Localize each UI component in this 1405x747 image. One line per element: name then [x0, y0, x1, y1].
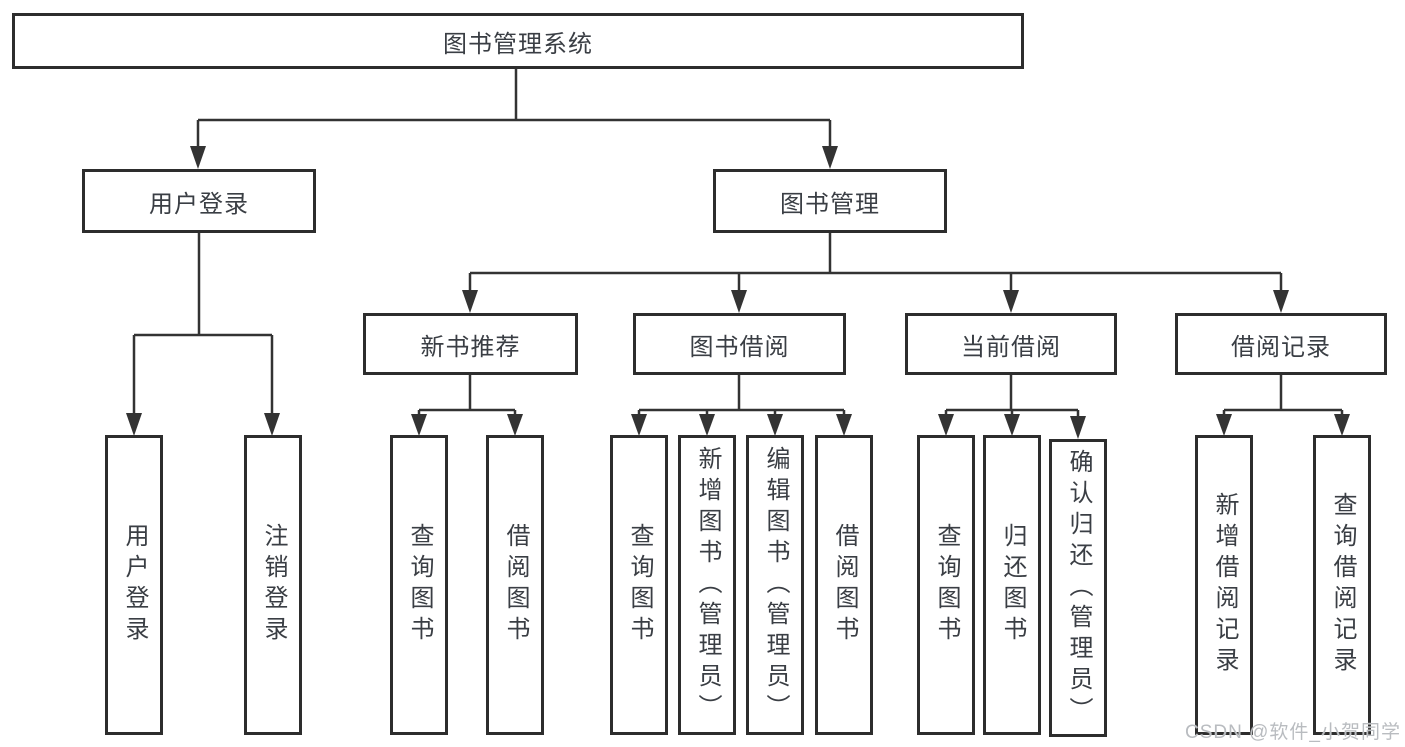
node-label: 查询借阅记录: [1329, 492, 1356, 678]
node-label: 借阅记录: [1231, 333, 1331, 361]
node-label: 注销登录: [260, 523, 287, 647]
node-book-management: 图书管理: [713, 169, 947, 233]
node-cb-query-books: 查询图书: [917, 435, 975, 735]
node-nbr-borrow-books: 借阅图书: [486, 435, 544, 735]
node-label: 查询图书: [626, 523, 653, 647]
node-bb-borrow-books: 借阅图书: [815, 435, 873, 735]
node-cb-return-books: 归还图书: [983, 435, 1041, 735]
node-label: 用户登录: [149, 190, 249, 218]
node-label: 新增图书（管理员）: [694, 445, 721, 725]
watermark: CSDN @软件_小贺同学: [1185, 722, 1401, 743]
node-label: 当前借阅: [961, 333, 1061, 361]
node-label: 查询图书: [406, 523, 433, 647]
node-user-login: 用户登录: [82, 169, 316, 233]
node-label: 编辑图书（管理员）: [762, 445, 789, 725]
node-bb-query-books: 查询图书: [610, 435, 668, 735]
node-library-management-system: 图书管理系统: [12, 13, 1024, 69]
node-label: 借阅图书: [831, 523, 858, 647]
node-label: 图书管理: [780, 190, 880, 218]
node-label: 图书借阅: [689, 333, 790, 361]
node-label: 新增借阅记录: [1211, 492, 1238, 678]
node-cb-confirm-return-admin: 确认归还（管理员）: [1049, 439, 1107, 737]
node-label: 新书推荐: [420, 333, 521, 361]
node-user-login-action: 用户登录: [105, 435, 163, 735]
node-bb-edit-books-admin: 编辑图书（管理员）: [746, 435, 804, 735]
node-logout: 注销登录: [244, 435, 302, 735]
node-borrowing-records: 借阅记录: [1175, 313, 1387, 375]
node-br-add-record: 新增借阅记录: [1195, 435, 1253, 735]
node-label: 图书管理系统: [443, 30, 593, 58]
node-label: 归还图书: [999, 523, 1026, 647]
node-nbr-query-books: 查询图书: [390, 435, 448, 735]
node-label: 确认归还（管理员）: [1065, 448, 1092, 728]
node-br-query-record: 查询借阅记录: [1313, 435, 1371, 735]
node-label: 用户登录: [121, 523, 148, 647]
node-new-book-recommendation: 新书推荐: [363, 313, 578, 375]
node-bb-add-books-admin: 新增图书（管理员）: [678, 435, 736, 735]
node-book-borrowing: 图书借阅: [633, 313, 846, 375]
node-current-borrowing: 当前借阅: [905, 313, 1117, 375]
node-label: 查询图书: [933, 523, 960, 647]
node-label: 借阅图书: [502, 523, 529, 647]
